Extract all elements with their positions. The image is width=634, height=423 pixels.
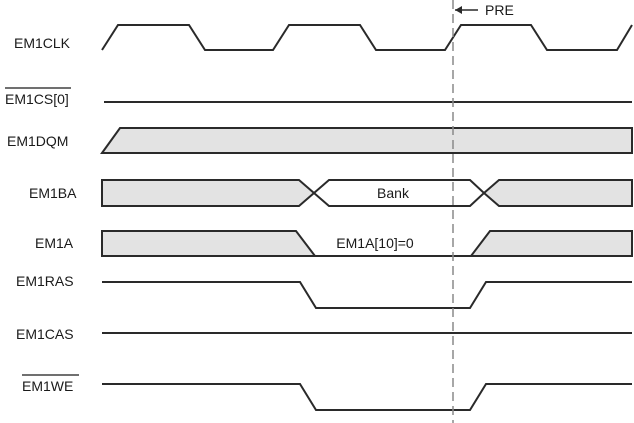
pre-arrow-head xyxy=(455,6,462,14)
signal-label-cs: EM1CS[0] xyxy=(5,91,69,107)
signal-label-we: EM1WE xyxy=(22,378,73,394)
a-value: EM1A[10]=0 xyxy=(336,235,414,251)
a-bus-right xyxy=(468,230,633,257)
signal-label-a: EM1A xyxy=(35,235,74,251)
ba-value: Bank xyxy=(377,185,410,201)
dqm-bus xyxy=(100,127,633,154)
signal-label-dqm: EM1DQM xyxy=(7,133,68,149)
we-waveform xyxy=(102,383,632,411)
signal-label-clk: EM1CLK xyxy=(14,35,71,51)
signal-label-cas: EM1CAS xyxy=(16,326,74,342)
a-bus-left xyxy=(101,230,318,257)
clk-waveform xyxy=(101,24,633,51)
pre-marker-label: PRE xyxy=(485,2,514,18)
ba-bus-right xyxy=(482,179,633,207)
signal-label-ba: EM1BA xyxy=(29,185,77,201)
signal-label-ras: EM1RAS xyxy=(16,273,74,289)
ba-bus-left xyxy=(101,179,316,207)
ras-waveform xyxy=(102,281,632,309)
